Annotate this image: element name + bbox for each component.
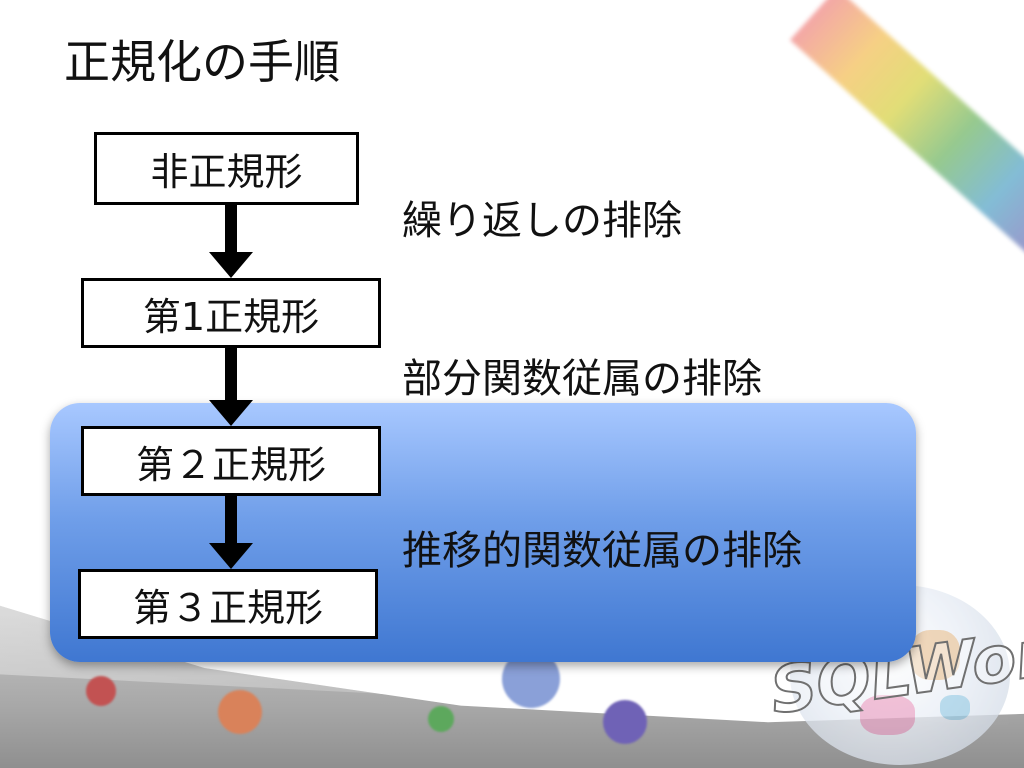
globe-land-patch: [860, 695, 915, 735]
globe-land-patch: [940, 695, 970, 720]
stage-box-3nf: 第３正規形: [78, 569, 378, 639]
arrow-down-icon: [209, 543, 253, 569]
arrow-down-icon: [209, 400, 253, 426]
purple-ball-decoration: [603, 700, 647, 744]
rainbow-stripe-decoration: [790, 0, 1024, 261]
arrow-shaft: [225, 496, 237, 545]
step-label-remove-repeats: 繰り返しの排除: [402, 198, 682, 244]
arrow-down-icon: [209, 252, 253, 278]
globe-land-patch: [910, 630, 960, 680]
step-label-remove-partial-dependency: 部分関数従属の排除: [402, 356, 762, 402]
orange-ball-decoration: [218, 690, 262, 734]
arrow-shaft: [225, 205, 237, 255]
step-label-remove-transitive-dependency: 推移的関数従属の排除: [402, 528, 802, 574]
stage-box-2nf: 第２正規形: [81, 426, 381, 496]
stage-box-1nf: 第1正規形: [81, 278, 381, 348]
stage-box-unnormalized: 非正規形: [94, 132, 359, 205]
red-ball-decoration: [86, 676, 116, 706]
page-title: 正規化の手順: [64, 35, 340, 89]
arrow-shaft: [225, 348, 237, 402]
green-ball-decoration: [428, 706, 454, 732]
